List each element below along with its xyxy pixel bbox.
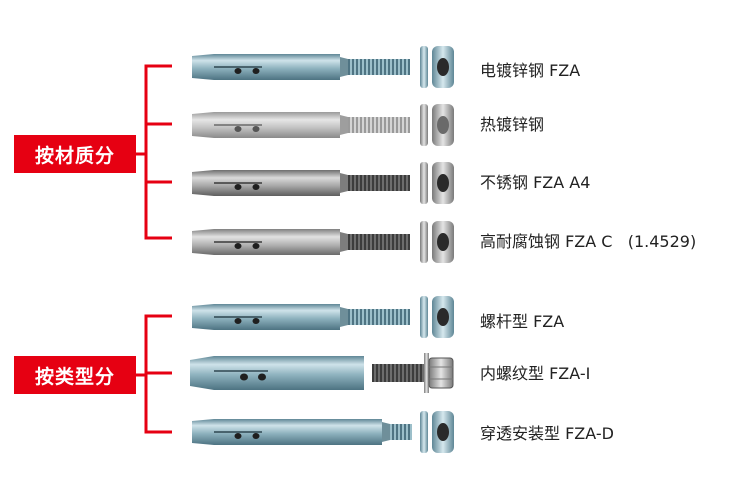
anchor-stainless <box>192 162 454 204</box>
item-label-high-corrosion: 高耐腐蚀钢 FZA C (1.4529) <box>480 232 697 251</box>
anchor-zinc-plated <box>192 46 454 88</box>
item-label-through-fixing: 穿透安装型 FZA-D <box>480 424 614 443</box>
category-label-material: 按材质分 <box>14 135 136 173</box>
item-label-hot-dip: 热镀锌钢 <box>480 115 545 134</box>
anchor-through-fixing <box>192 411 454 453</box>
category-label-type: 按类型分 <box>14 356 136 394</box>
item-label-internal-thread: 内螺纹型 FZA-I <box>480 364 591 383</box>
anchor-internal-thread <box>190 353 454 393</box>
anchor-bolt-type <box>192 296 454 338</box>
item-label-zinc-plated: 电镀锌钢 FZA <box>480 61 581 80</box>
item-label-bolt-type: 螺杆型 FZA <box>480 312 565 331</box>
anchor-hot-dip <box>192 104 454 146</box>
item-label-stainless: 不锈钢 FZA A4 <box>480 173 591 192</box>
anchor-high-corrosion <box>192 221 454 263</box>
